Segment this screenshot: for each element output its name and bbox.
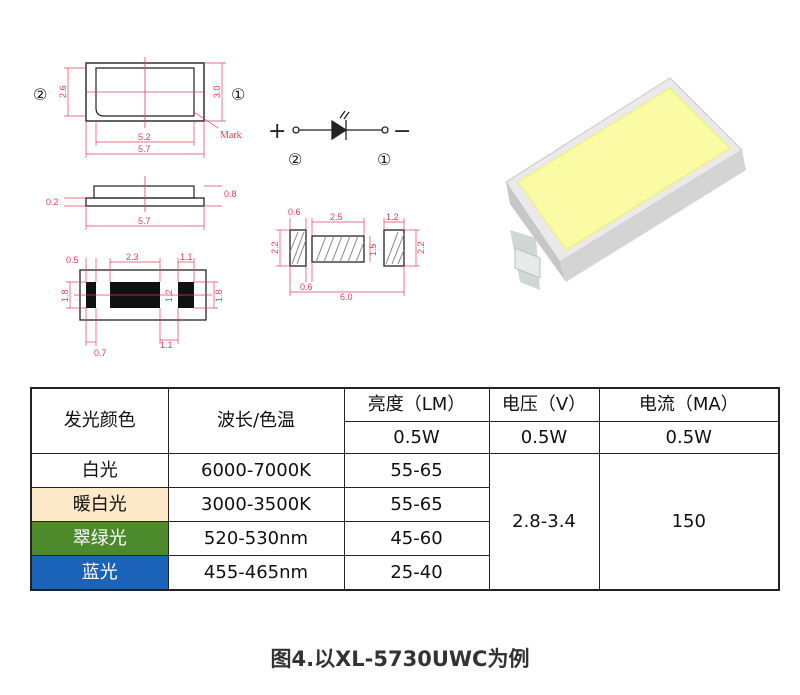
footprint-drawing — [276, 218, 420, 296]
dim-fp-06a: 0.6 — [288, 207, 301, 217]
dim-h-right: 3.0 — [212, 85, 222, 98]
row-brightness-cell: 55-65 — [343, 487, 490, 522]
table-row: 暖白光 3000-3500K 55-65 — [30, 487, 779, 522]
header-current: 电流（MA） — [598, 387, 780, 422]
dim-fp-60: 6.0 — [340, 292, 353, 302]
row-brightness-cell: 55-65 — [343, 453, 490, 488]
row-color-cell: 暖白光 — [30, 487, 169, 522]
symbol-pin2-label: ② — [288, 150, 302, 169]
dim-w-inner: 5.2 — [138, 132, 151, 142]
top-view-drawing — [64, 57, 226, 158]
dim-fp-25: 2.5 — [330, 212, 343, 222]
header-wavelength: 波长/色温 — [167, 387, 345, 454]
dim-fp-22l: 2.2 — [270, 241, 280, 254]
table-row: 蓝光 455-465nm 25-40 — [30, 555, 779, 591]
dim-h-left: 2.6 — [58, 85, 68, 98]
dim-fp-22r: 2.2 — [416, 241, 426, 254]
symbol-pin1-label: ① — [377, 150, 391, 169]
spec-table: 发光颜色 波长/色温 亮度（LM） 电压（V） 电流（MA） 0.5W 0.5W… — [30, 387, 780, 591]
diode-symbol — [292, 110, 389, 141]
dim-side-w: 5.7 — [138, 216, 151, 226]
voltage-value-cell: 2.8-3.4 — [488, 453, 600, 591]
row-wavelength-cell: 6000-7000K — [167, 453, 345, 488]
figure-caption: 图4.以XL-5730UWC为例 — [270, 647, 530, 671]
dim-fp-12: 1.2 — [386, 212, 399, 222]
header-power-voltage: 0.5W — [488, 421, 600, 454]
row-color-cell: 蓝光 — [30, 555, 169, 591]
row-color-cell: 白光 — [30, 453, 169, 488]
row-wavelength-cell: 520-530nm — [167, 521, 345, 556]
dim-pad-11b: 1.1 — [160, 340, 173, 350]
dim-pad-23: 2.3 — [126, 252, 139, 262]
header-power-current: 0.5W — [598, 421, 780, 454]
dim-pad-11a: 1.1 — [180, 252, 193, 262]
bottom-view-drawing — [66, 258, 218, 346]
row-color-cell: 翠绿光 — [30, 521, 169, 556]
top-pin1-label: ① — [231, 85, 245, 104]
row-brightness-cell: 45-60 — [343, 521, 490, 556]
mark-label: Mark — [220, 130, 242, 141]
dim-side-thick: 0.2 — [46, 197, 59, 207]
table-row: 白光 6000-7000K 55-65 2.8-3.4 150 — [30, 453, 780, 591]
current-value-cell: 150 — [598, 453, 780, 591]
header-voltage: 电压（V） — [488, 387, 600, 422]
plus-symbol: + — [268, 119, 286, 144]
dim-w-outer: 5.7 — [138, 144, 151, 154]
dim-pad-05: 0.5 — [66, 255, 79, 265]
row-wavelength-cell: 455-465nm — [167, 555, 345, 591]
dim-pad-12: 1.2 — [164, 289, 174, 302]
side-view-drawing — [64, 176, 222, 230]
dim-fp-15: 1.5 — [368, 243, 378, 256]
led-3d-render — [505, 77, 746, 290]
row-wavelength-cell: 3000-3500K — [167, 487, 345, 522]
led-drawings: ② ① 2.6 3.0 5.2 5.7 Mark 0.2 0.8 5.7 — [33, 57, 746, 358]
dim-pad-07: 0.7 — [94, 348, 107, 358]
dim-fp-06b: 0.6 — [300, 282, 313, 292]
header-brightness: 亮度（LM） — [343, 387, 490, 422]
header-power-brightness: 0.5W — [343, 421, 490, 454]
minus-symbol: − — [393, 119, 411, 144]
dim-pad-18r: 1.8 — [214, 289, 224, 302]
table-row: 翠绿光 520-530nm 45-60 — [30, 521, 779, 556]
dim-side-h: 0.8 — [224, 189, 237, 199]
header-color: 发光颜色 — [30, 387, 169, 454]
dim-pad-18l: 1.8 — [60, 289, 70, 302]
row-brightness-cell: 25-40 — [343, 555, 490, 591]
top-pin2-label: ② — [33, 85, 47, 104]
